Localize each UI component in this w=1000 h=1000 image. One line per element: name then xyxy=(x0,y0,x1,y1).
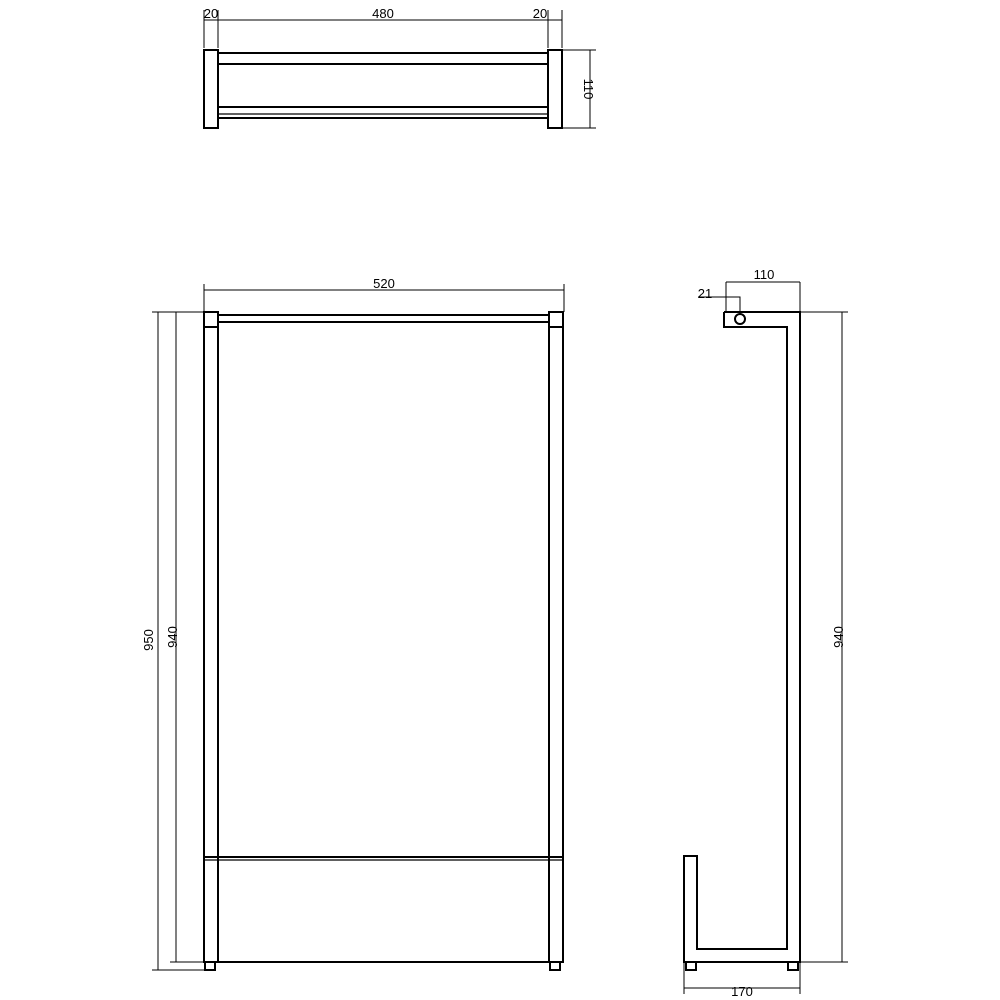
side-foot-left xyxy=(685,961,697,971)
right-post xyxy=(548,311,564,963)
front-view xyxy=(152,284,565,971)
side-dim-tube-label: 21 xyxy=(698,286,712,301)
front-dim-height-inner-label: 940 xyxy=(165,626,180,648)
rail-tube-circle xyxy=(734,313,746,325)
side-dim-base-label: 170 xyxy=(731,984,753,999)
front-foot-right xyxy=(549,961,561,971)
left-post xyxy=(203,311,219,963)
tube-dimension-leader xyxy=(698,296,741,312)
left-end-cap xyxy=(203,49,219,129)
top-dim-middle-label: 480 xyxy=(372,6,394,21)
right-end-cap xyxy=(547,49,563,129)
top-dim-right-label: 20 xyxy=(533,6,547,21)
side-frame-profile xyxy=(683,311,801,963)
top-view xyxy=(203,10,596,129)
side-view xyxy=(683,281,848,994)
top-dim-depth-label: 110 xyxy=(581,79,596,100)
front-dim-height-outer-label: 950 xyxy=(141,629,156,651)
side-dim-top-label: 110 xyxy=(754,267,775,282)
front-dim-width-label: 520 xyxy=(373,276,395,291)
side-dim-height-label: 940 xyxy=(831,626,846,648)
top-dim-left-label: 20 xyxy=(204,6,218,21)
front-foot-left xyxy=(204,961,216,971)
side-foot-right xyxy=(787,961,799,971)
